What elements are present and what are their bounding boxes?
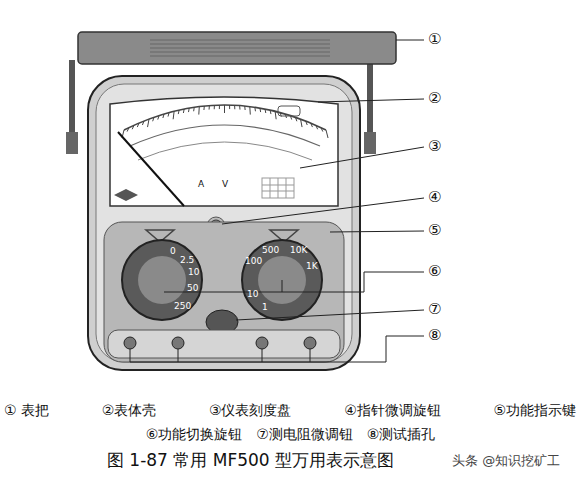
part-legend: ⑧测试插孔 <box>367 426 436 444</box>
part-legend: ③仪表刻度盘 <box>209 402 292 420</box>
callout-number: ② <box>428 91 441 106</box>
callout-number: ⑧ <box>428 328 441 343</box>
part-legend: ⑤功能指示键 <box>493 402 576 420</box>
knob-mark: 10 <box>247 290 258 299</box>
dial-mark: V <box>222 180 228 189</box>
legend-row: ① 表把 ②表体壳 ③仪表刻度盘 ④指针微调旋钮 ⑤功能指示键 <box>4 402 576 420</box>
part-legend: ① 表把 <box>4 402 49 420</box>
callout-number: ④ <box>428 190 441 205</box>
dial-mark: A <box>198 180 204 189</box>
callout-number: ⑥ <box>428 264 441 279</box>
part-legend: ⑥功能切换旋钮 <box>146 426 243 444</box>
knob-mark: 1K <box>306 262 318 271</box>
knob-mark: 10K <box>290 246 307 255</box>
figure-caption: 图 1-87 常用 MF500 型万用表示意图 <box>0 452 541 469</box>
knob-mark: 1 <box>262 303 268 312</box>
part-legend: ⑦测电阻微调钮 <box>256 426 353 444</box>
knob-mark: 100 <box>245 257 262 266</box>
watermark: 头条 @知识挖矿工 <box>452 454 560 467</box>
callout-number: ⑤ <box>428 223 441 238</box>
knob-mark: 0 <box>170 247 176 256</box>
knob-mark: 250 <box>174 302 191 311</box>
knob-mark: 500 <box>262 246 279 255</box>
part-legend: ②表体壳 <box>102 402 157 420</box>
knob-mark: 50 <box>187 284 198 293</box>
knob-mark: 10 <box>188 268 199 277</box>
part-legend: ④指针微调旋钮 <box>344 402 441 420</box>
callout-number: ① <box>428 32 441 47</box>
legend-row: ⑥功能切换旋钮 ⑦测电阻微调钮 ⑧测试插孔 <box>0 426 581 444</box>
callout-number: ⑦ <box>428 302 441 317</box>
callout-number: ③ <box>428 139 441 154</box>
knob-mark: 2.5 <box>180 256 194 265</box>
